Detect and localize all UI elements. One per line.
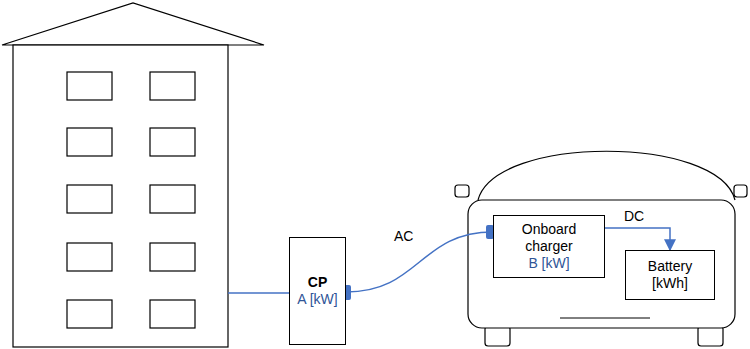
car-wheel <box>485 326 510 346</box>
node-detail: A [kW] <box>297 291 337 308</box>
node-detail: B [kW] <box>528 255 569 272</box>
car-wheel <box>698 326 723 346</box>
node-title: Onboard charger <box>499 221 599 255</box>
building-roof <box>2 3 264 45</box>
car-bumper <box>560 318 650 319</box>
car-mirror <box>455 185 469 197</box>
edge-label: DC <box>622 208 646 225</box>
window <box>150 72 195 100</box>
car-body <box>468 200 735 328</box>
power-arrow <box>605 228 670 250</box>
node-detail: [kWh] <box>652 275 688 292</box>
building-body <box>13 45 228 347</box>
onboard-charger-box: Onboard chargerB [kW] <box>493 215 605 278</box>
car-roof <box>478 151 735 200</box>
battery-box: Battery[kWh] <box>625 250 715 300</box>
car-mirror <box>734 185 747 197</box>
edge-label: AC <box>392 228 415 245</box>
node-title: CP <box>308 274 327 291</box>
node-title: Battery <box>648 258 692 275</box>
window <box>150 243 195 271</box>
window <box>67 128 112 156</box>
window <box>67 243 112 271</box>
window <box>150 128 195 156</box>
charging-cable <box>346 232 493 292</box>
window <box>150 300 195 328</box>
grid-wire <box>228 292 289 294</box>
window <box>150 185 195 213</box>
window <box>67 72 112 100</box>
charge-point-box: CPA [kW] <box>289 237 346 345</box>
window <box>67 300 112 328</box>
window <box>67 185 112 213</box>
building-windows <box>67 72 195 328</box>
